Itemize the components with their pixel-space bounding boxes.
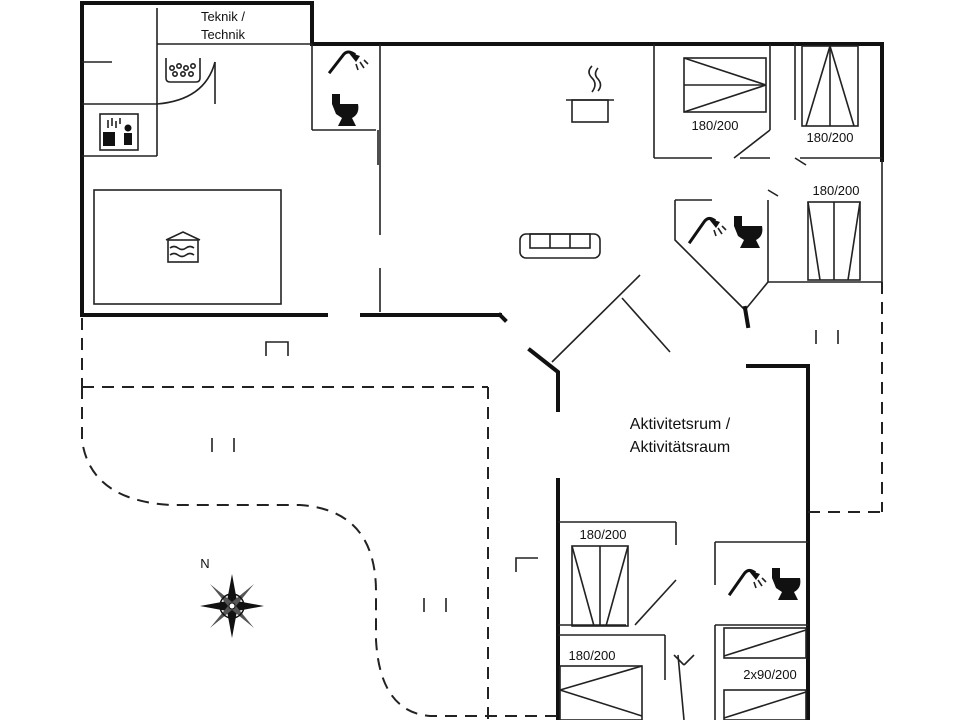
bed-label: 180/200 (807, 130, 854, 145)
bed-bottom-left-upper (571, 545, 629, 627)
bed-bottom-left-lower (559, 665, 643, 720)
walls (80, 1, 884, 720)
sauna-icon (99, 113, 139, 151)
stove-pot-icon (566, 65, 614, 123)
toilet-icon-3 (772, 568, 801, 600)
room-label-activity-1: Aktivitetsrum / (630, 416, 731, 433)
terrace-outline (81, 282, 883, 720)
compass-north-label: N (200, 556, 209, 571)
bed-label: 180/200 (580, 527, 627, 542)
sofa-icon (519, 233, 601, 259)
compass-rose-icon (200, 574, 264, 638)
pool-icon (165, 231, 201, 263)
bed-label: 2x90/200 (743, 667, 797, 682)
washing-machine-icon (165, 58, 201, 83)
toilet-icon-1 (332, 94, 359, 126)
bed-label: 180/200 (813, 183, 860, 198)
beds (559, 45, 861, 720)
bed-bottom-right (723, 627, 807, 720)
bed-middle-right (807, 201, 861, 281)
toilet-icon-2 (734, 216, 763, 248)
room-label-activity-2: Aktivitätsraum (630, 439, 730, 456)
shower-icon-3 (727, 568, 767, 597)
bed-top-middle (683, 57, 767, 113)
bed-label: 180/200 (569, 648, 616, 663)
pool (93, 189, 282, 305)
bed-label: 180/200 (692, 118, 739, 133)
shower-icon-2 (687, 216, 727, 245)
shower-icon-1 (327, 50, 369, 75)
room-label-technik-1: Teknik / (201, 9, 245, 24)
room-label-technik-2: Technik (201, 27, 246, 42)
bed-top-right (801, 45, 859, 127)
